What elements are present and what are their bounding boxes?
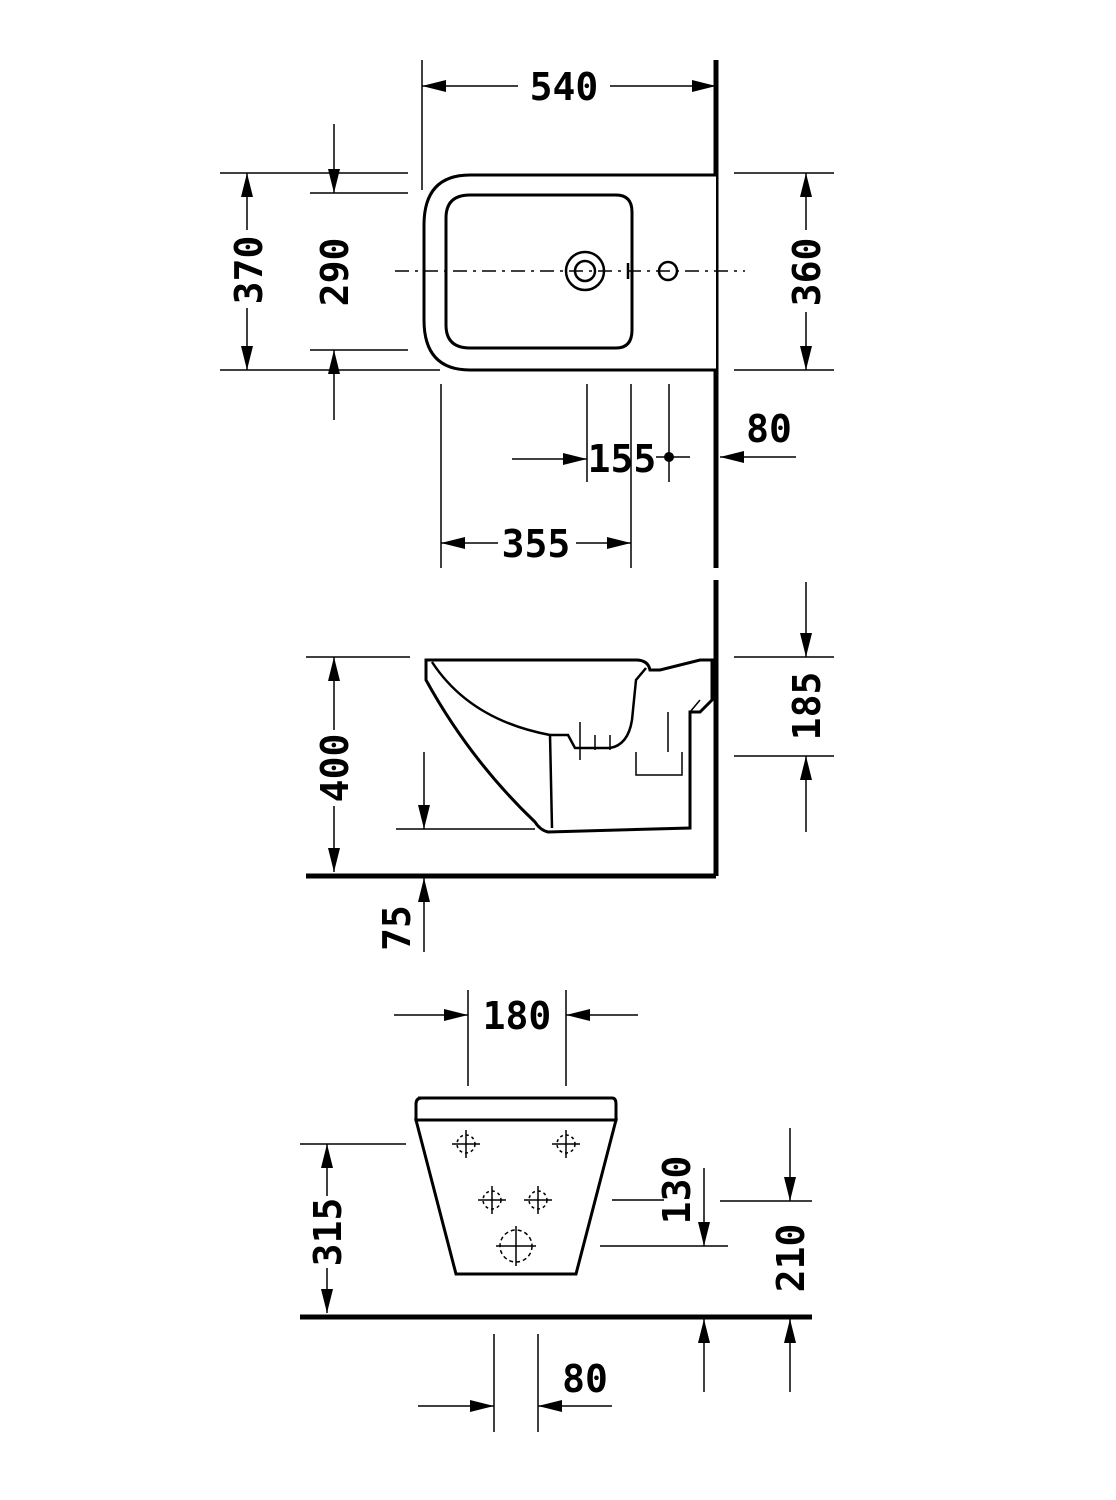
drain-outer — [564, 250, 606, 292]
dim-400-label: 400 — [313, 734, 357, 803]
dim-75-label: 75 — [375, 905, 419, 951]
dim-155-arrow — [563, 453, 587, 465]
dim-315-arrow-bottom — [321, 1289, 333, 1313]
side-bidet-body — [424, 658, 714, 834]
dim-540-arrow-right — [692, 80, 716, 92]
drain-outlet — [496, 1226, 536, 1266]
water-inlet-2 — [524, 1186, 552, 1214]
dim-bowl-bottom-arrow — [418, 805, 430, 829]
dim-290-arrow-bottom — [328, 350, 340, 374]
water-inlet-1 — [478, 1186, 506, 1214]
dim-360-arrow-top — [800, 173, 812, 197]
dim-80-arrow — [720, 451, 744, 463]
dim-180-label: 180 — [483, 994, 552, 1038]
dim-130-arrow — [698, 1222, 710, 1246]
dim-80b-arrow-right — [538, 1400, 562, 1412]
dim-540-arrow-left — [422, 80, 446, 92]
dim-355-label: 355 — [502, 522, 571, 566]
dim-210-arrow-bottom — [784, 1319, 796, 1343]
dim-370-arrow-bottom — [241, 346, 253, 370]
dim-370-arrow-top — [241, 173, 253, 197]
side-fixing-block — [635, 699, 701, 776]
dim-210-arrow-top — [784, 1177, 796, 1201]
dim-290-arrow-top — [328, 169, 340, 193]
dim-540-label: 540 — [530, 65, 599, 109]
dim-400-arrow-top — [328, 657, 340, 681]
mounting-hole-1 — [452, 1130, 480, 1158]
dim-210-label: 210 — [769, 1224, 813, 1293]
dim-180-arrow-left — [444, 1009, 468, 1021]
side-bowl-curve — [430, 661, 554, 829]
dim-355-arrow-left — [441, 537, 465, 549]
dim-130-floor-arrow — [698, 1319, 710, 1343]
side-bowl-rim — [550, 667, 647, 750]
dim-360-label: 360 — [785, 238, 829, 307]
dim-370-label: 370 — [227, 236, 271, 305]
dim-155-label: 155 — [588, 437, 657, 481]
top-bowl-outline — [444, 193, 634, 350]
front-bidet-body — [414, 1118, 618, 1276]
dim-185-arrow-bottom — [800, 756, 812, 780]
dim-80b-arrow-left — [470, 1400, 494, 1412]
tap-hole — [657, 260, 679, 282]
mounting-hole-2 — [552, 1130, 580, 1158]
side-view: 400 185 75 — [306, 580, 834, 952]
dim-155-dot — [664, 452, 674, 462]
top-view: 540 370 290 360 80 — [220, 60, 834, 568]
dim-185-label: 185 — [785, 672, 829, 741]
side-drain-detail — [579, 722, 611, 760]
dim-185-arrow-top — [800, 633, 812, 657]
dim-315-arrow-top — [321, 1144, 333, 1168]
dim-360-arrow-bottom — [800, 346, 812, 370]
dim-315-label: 315 — [306, 1198, 350, 1267]
dim-180-arrow-right — [566, 1009, 590, 1021]
dim-290-label: 290 — [313, 238, 357, 307]
front-view: 180 315 130 210 80 — [300, 990, 813, 1432]
dim-355-arrow-right — [607, 537, 631, 549]
dim-80b-label: 80 — [562, 1357, 608, 1401]
dim-75-arrow — [418, 878, 430, 902]
drain-inner — [573, 259, 597, 283]
front-bidet-top — [414, 1096, 618, 1122]
dim-80-label: 80 — [746, 407, 792, 451]
dim-400-arrow-bottom — [328, 848, 340, 872]
dim-130-label: 130 — [655, 1156, 699, 1225]
